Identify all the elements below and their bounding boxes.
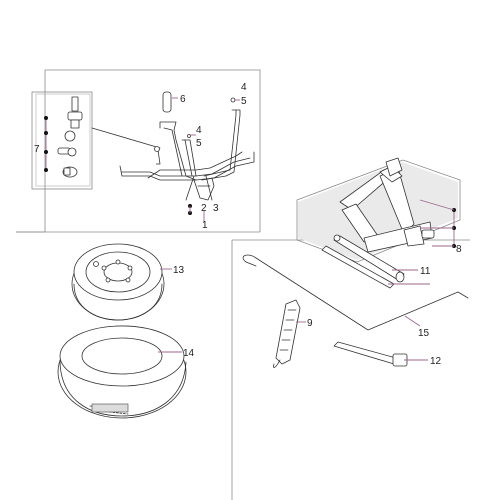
part-labels: 1 2 3 4 5 4 5 6 7 8 9 11 12 13 14 15	[34, 82, 462, 367]
wheel-rim-icon	[71, 243, 165, 321]
label-2: 2	[201, 203, 207, 214]
label-5-top: 5	[241, 96, 247, 107]
tow-hook-rod-icon	[242, 254, 469, 331]
label-leaders	[158, 97, 430, 361]
jack-kit-assembly-icon	[119, 91, 255, 222]
small-parts-bracket	[31, 91, 93, 190]
label-1: 1	[202, 220, 208, 231]
label-4-top: 4	[241, 82, 247, 93]
wheel-wrench-icon	[333, 341, 408, 367]
strap-icon	[273, 299, 301, 368]
bolt-part-icon	[67, 96, 83, 129]
label-3: 3	[213, 203, 219, 214]
jack-bracket-8	[419, 199, 456, 248]
label-8: 8	[456, 244, 462, 255]
label-6: 6	[180, 94, 186, 105]
key-part-icon	[57, 130, 77, 157]
label-12: 12	[430, 356, 442, 367]
label-5-mid: 5	[196, 138, 202, 149]
label-11: 11	[420, 266, 431, 277]
label-13: 13	[173, 265, 185, 276]
tire-icon	[57, 325, 187, 419]
label-14: 14	[183, 348, 195, 359]
label-9: 9	[307, 318, 313, 329]
scissor-jack-icon	[296, 157, 461, 289]
label-15: 15	[418, 328, 430, 339]
cap-part-icon	[62, 166, 78, 178]
label-7: 7	[34, 144, 40, 155]
label-4-mid: 4	[196, 125, 202, 136]
